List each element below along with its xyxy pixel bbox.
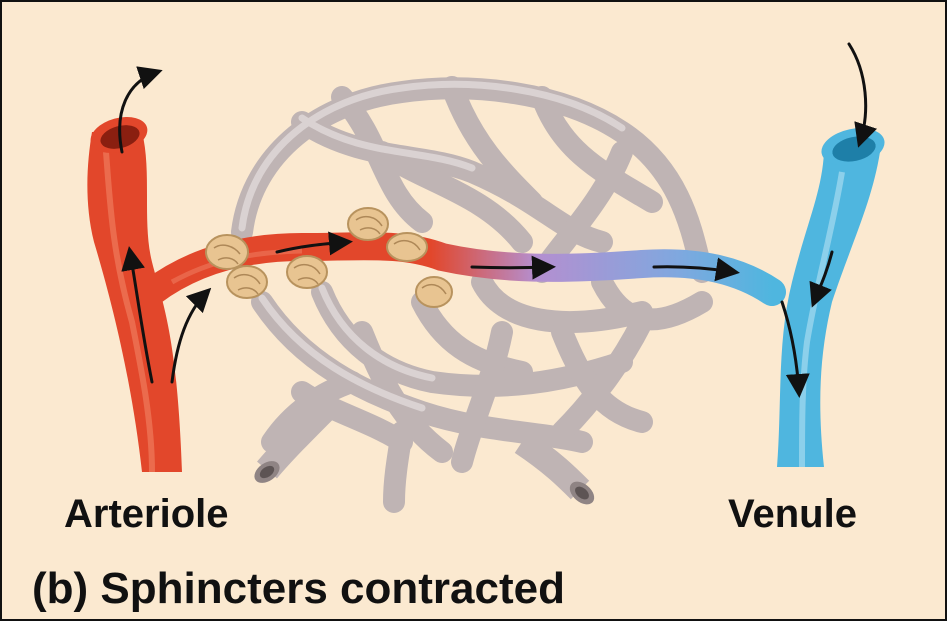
arrow-into-channel bbox=[172, 292, 207, 382]
sphincter bbox=[348, 208, 388, 240]
sphincter bbox=[416, 277, 452, 307]
capillary-stub-right bbox=[522, 442, 599, 509]
sphincter bbox=[387, 233, 427, 261]
sphincter bbox=[227, 266, 267, 298]
arrow-into-venule bbox=[849, 44, 866, 142]
venule-label: Venule bbox=[728, 494, 857, 534]
venule-vessel bbox=[777, 123, 888, 467]
capillary-stub-bottom bbox=[394, 432, 402, 502]
arteriole-label: Arteriole bbox=[64, 494, 229, 534]
sphincter bbox=[287, 256, 327, 288]
figure-caption: (b) Sphincters contracted bbox=[32, 567, 565, 611]
arrow-channel-2 bbox=[472, 267, 550, 268]
sphincter bbox=[206, 235, 248, 269]
